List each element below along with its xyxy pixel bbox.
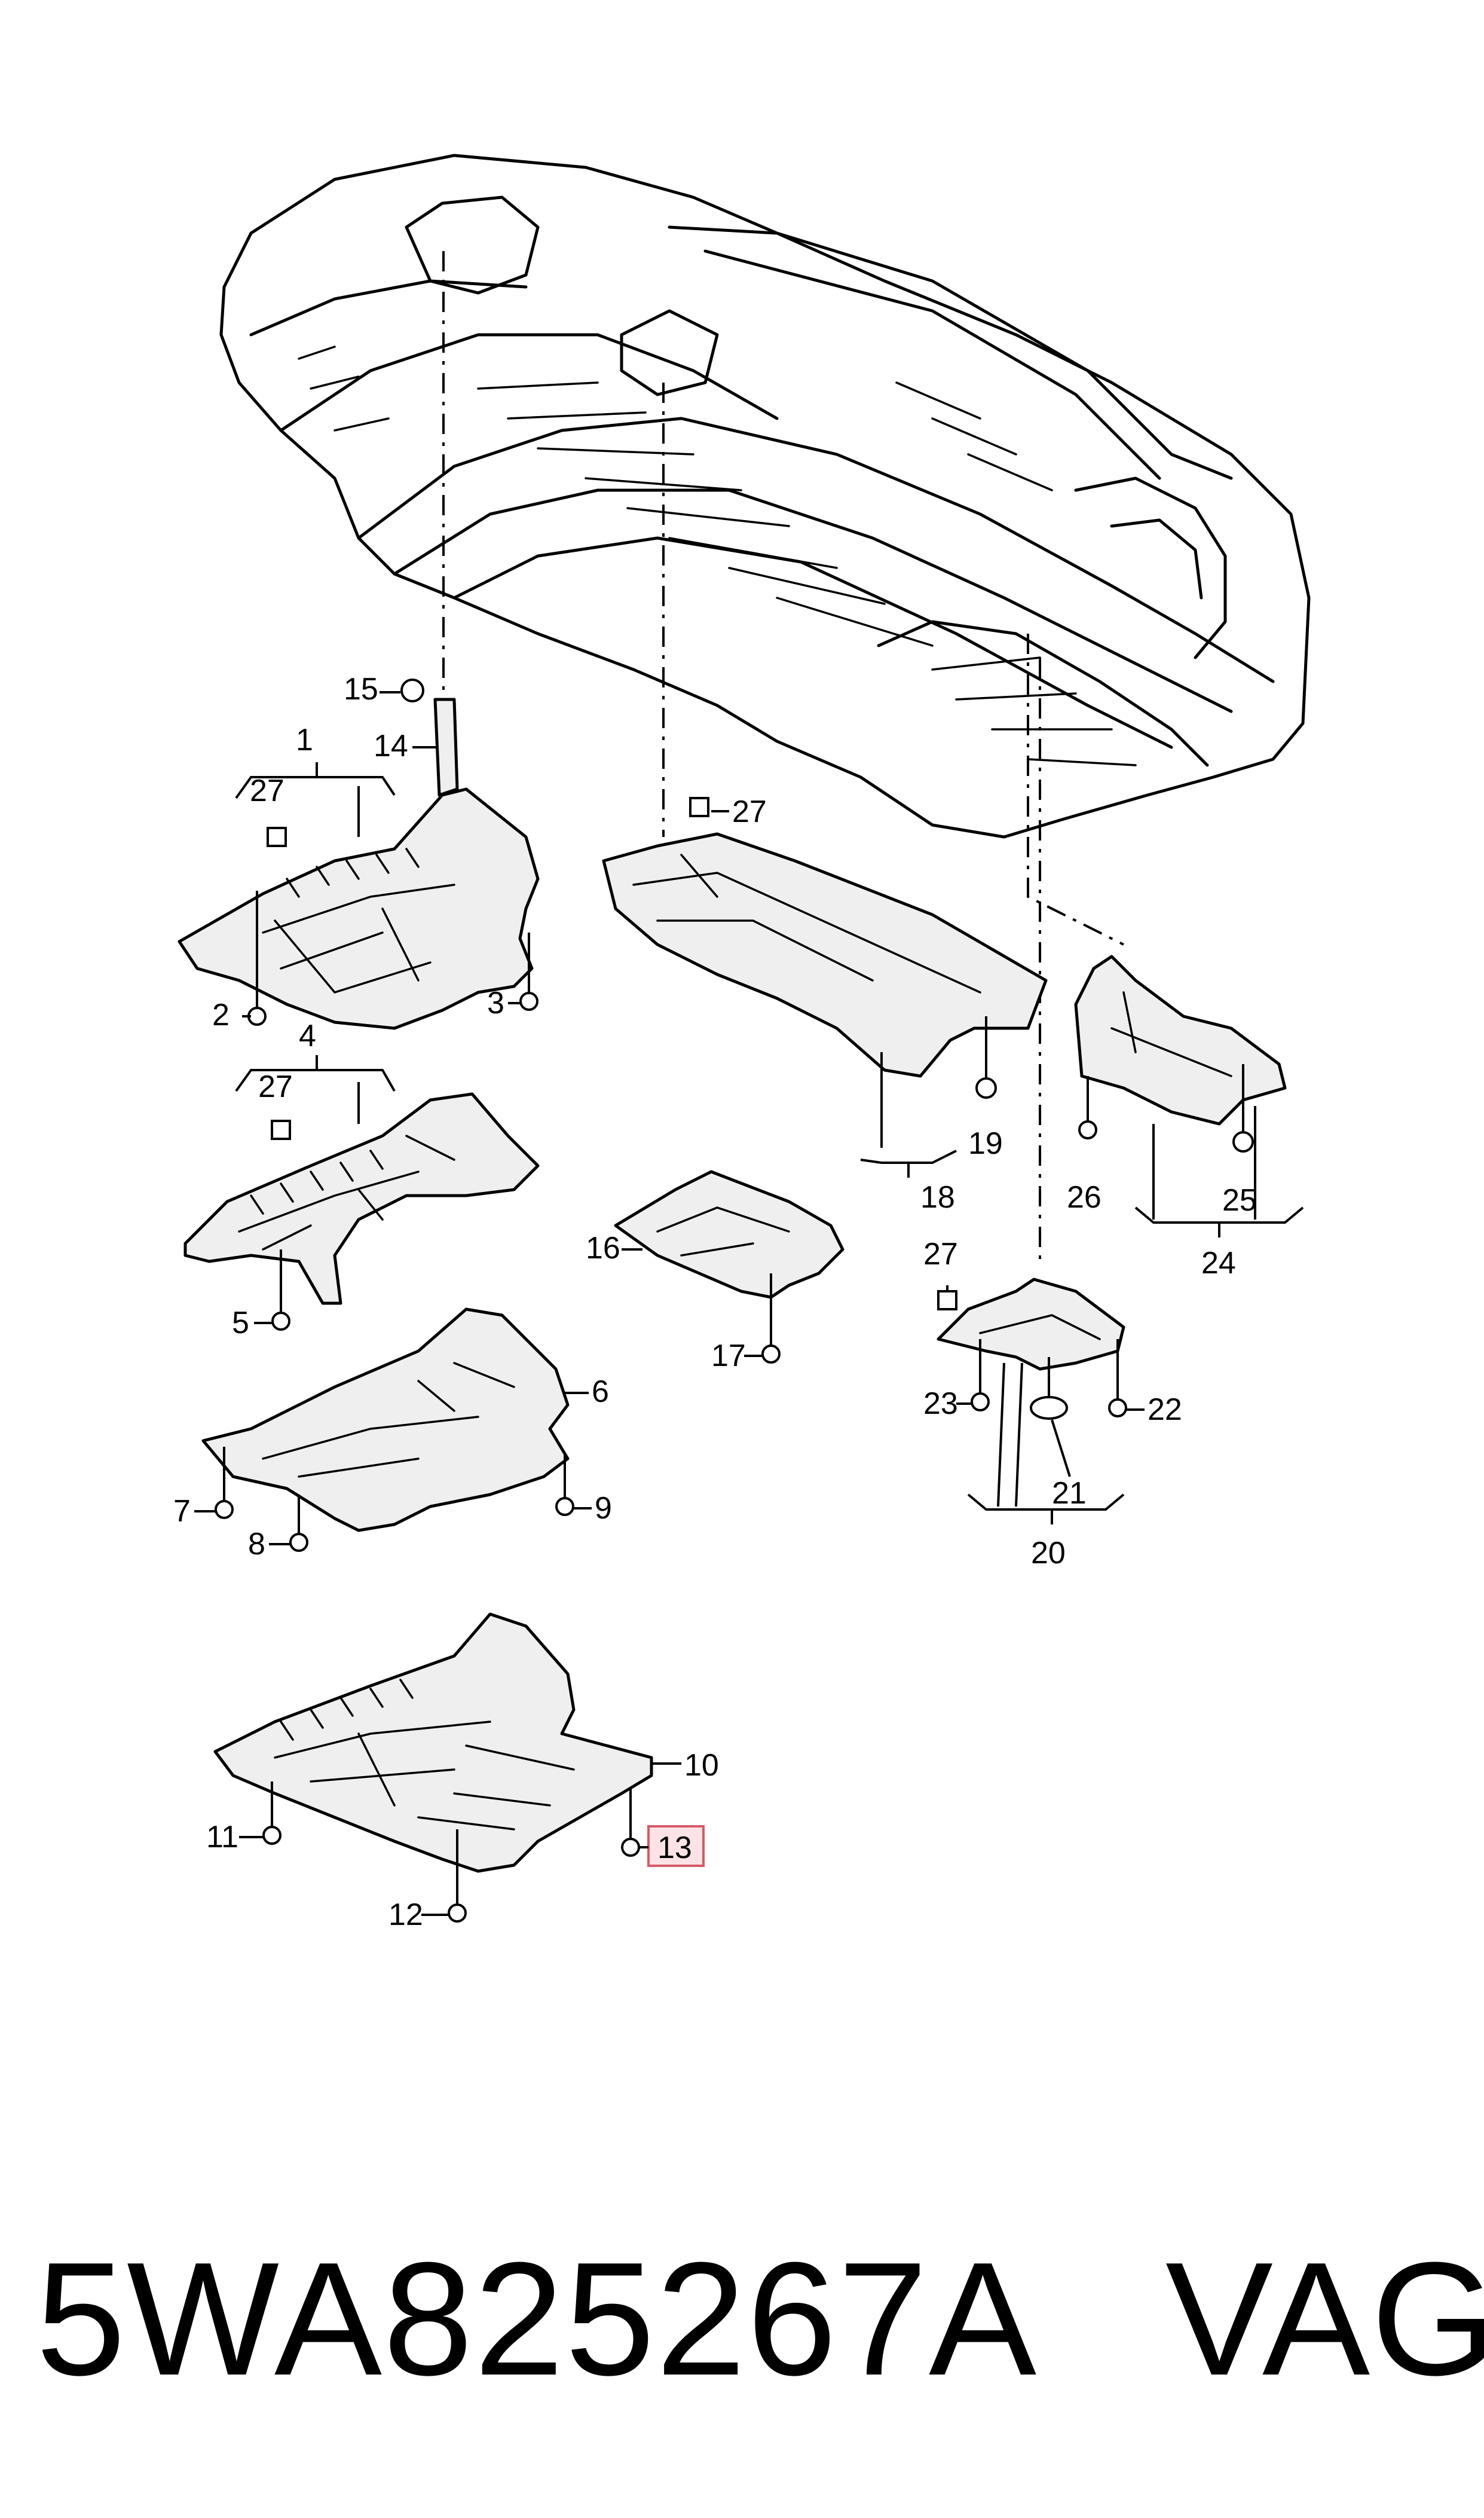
bolt-23 [971, 1392, 990, 1411]
callout-15: 15 [344, 672, 378, 707]
callout-9: 9 [595, 1491, 612, 1526]
brand-label: VAG [1165, 2229, 1484, 2409]
clip-27-c [689, 797, 709, 817]
clip-17 [761, 1344, 781, 1364]
screw-15 [400, 679, 424, 702]
callout-labels: 1 2 3 4 5 6 7 8 9 10 11 12 13 14 15 16 1… [173, 672, 1257, 1932]
callout-8: 8 [248, 1527, 265, 1561]
callout-16: 16 [586, 1231, 620, 1266]
leader-18 [860, 1150, 957, 1164]
bolt-5 [271, 1312, 290, 1331]
callout-1: 1 [296, 723, 313, 757]
bolt-3 [519, 992, 538, 1011]
label-ticks [194, 691, 1145, 1916]
callout-12: 12 [388, 1897, 423, 1932]
callout-10: 10 [684, 1748, 719, 1783]
callout-27-b: 27 [258, 1069, 293, 1104]
alignment-lines [442, 251, 1124, 1267]
clip-27-a [267, 827, 287, 847]
part-1-undertray [178, 787, 540, 1030]
callout-26: 26 [1067, 1180, 1101, 1215]
exploded-parts-diagram: 1 2 3 4 5 6 7 8 9 10 11 12 13 14 15 16 1… [173, 154, 1311, 1932]
callout-7: 7 [173, 1494, 191, 1529]
clip-27-b [271, 1120, 291, 1140]
callout-13: 13 [657, 1831, 692, 1865]
part-6-undertray [201, 1307, 570, 1532]
callout-19: 19 [968, 1126, 1003, 1161]
clip-13 [621, 1838, 640, 1857]
part-18-tunnel-panel [602, 832, 1048, 1078]
fasteners [215, 679, 1254, 1923]
leader-20-a [997, 1362, 1005, 1507]
part-20-rear-undertray [937, 1278, 1125, 1371]
nut-19 [975, 1077, 997, 1099]
callout-11: 11 [206, 1820, 238, 1854]
part-number: 5WA825267A [36, 2229, 1038, 2409]
leader-20 [967, 1493, 1125, 1511]
part-10-undertray [213, 1612, 653, 1873]
bolt-9 [555, 1497, 574, 1516]
callout-4: 4 [299, 1019, 316, 1053]
callout-27-d: 27 [923, 1237, 958, 1272]
callout-5: 5 [232, 1306, 249, 1340]
clip-21 [1030, 1396, 1068, 1420]
callout-14: 14 [374, 729, 408, 763]
callout-27-a: 27 [250, 774, 284, 808]
part-16-undertray [614, 1170, 844, 1299]
callout-20: 20 [1031, 1536, 1066, 1570]
footer: 5WA825267A VAG [36, 2229, 1484, 2409]
bracket-14 [433, 698, 459, 797]
leader-24 [1134, 1206, 1304, 1224]
callout-2: 2 [212, 998, 230, 1032]
callout-23: 23 [923, 1386, 958, 1421]
callout-21: 21 [1052, 1476, 1087, 1511]
bolt-12 [448, 1903, 467, 1923]
callout-27-c: 27 [732, 794, 767, 829]
callout-24: 24 [1201, 1246, 1236, 1281]
callout-18: 18 [920, 1180, 955, 1215]
bolt-8 [289, 1533, 308, 1552]
callout-17: 17 [711, 1339, 746, 1373]
bolt-11 [262, 1826, 281, 1845]
clip-22 [1108, 1398, 1127, 1417]
callout-25: 25 [1222, 1183, 1257, 1218]
callout-6: 6 [592, 1374, 609, 1409]
part-4-undertray [183, 1092, 540, 1305]
nut-25 [1232, 1131, 1254, 1153]
leader-20-b [1015, 1362, 1023, 1507]
bolt-26 [1078, 1120, 1097, 1139]
callout-3: 3 [487, 986, 504, 1020]
bolt-2 [247, 1007, 267, 1026]
callout-22: 22 [1148, 1392, 1182, 1427]
part-24-wheelhouse-cover [1074, 955, 1287, 1126]
clip-27-d [937, 1290, 957, 1310]
vehicle-body-outline [219, 154, 1311, 839]
bolt-7 [215, 1500, 234, 1519]
